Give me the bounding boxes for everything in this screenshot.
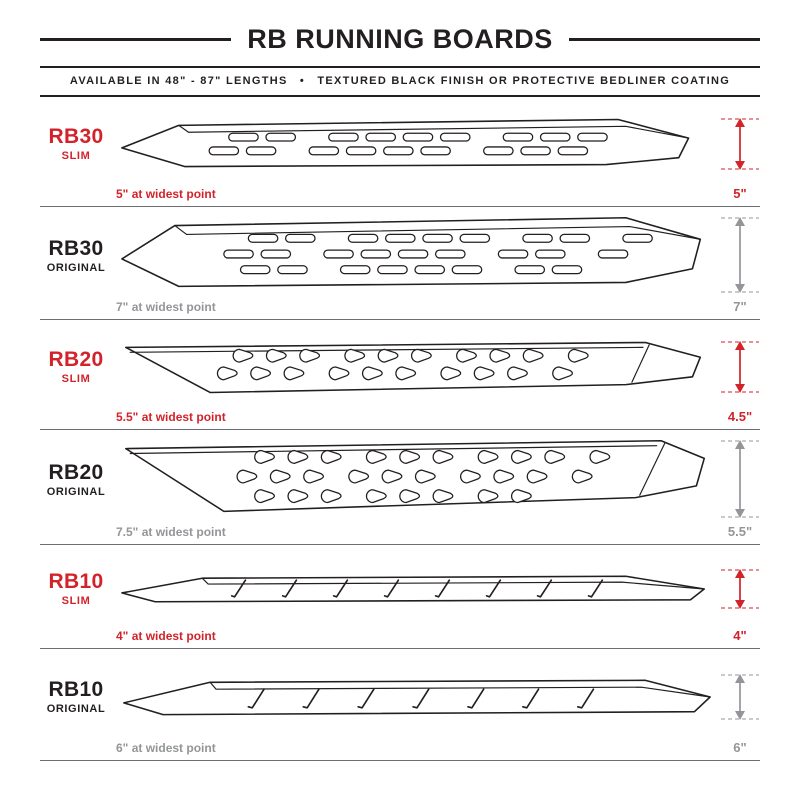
model-label: RB10	[48, 678, 104, 701]
widest-point-label: 5.5" at widest point	[116, 410, 226, 424]
height-label: 4.5"	[727, 409, 753, 424]
variant-label: ORIGINAL	[46, 261, 106, 274]
widest-point-label: 7.5" at widest point	[116, 525, 226, 539]
height-label: 5.5"	[727, 524, 753, 539]
height-measure-arrow-icon	[721, 117, 759, 170]
widest-point-label: 5" at widest point	[116, 187, 216, 201]
board-illustration-rb20-slim	[125, 341, 702, 393]
variant-label: SLIM	[61, 595, 91, 607]
board-illustration-rb10-slim	[121, 574, 706, 603]
height-label: 7"	[733, 299, 747, 314]
model-label-group: RB20 ORIGINAL	[40, 461, 112, 498]
board-illustration-rb30-slim	[121, 118, 690, 168]
board-illustration-rb20-original	[125, 439, 706, 513]
board-row-rb20-original: RB20 ORIGINAL	[40, 430, 760, 545]
model-label-group: RB20 SLIM	[40, 348, 112, 385]
board-row-rb10-original: RB10 ORIGINAL 6" at wi	[40, 649, 760, 761]
subtitle-band: AVAILABLE IN 48" - 87" LENGTHS • TEXTURE…	[40, 66, 760, 97]
title-rule-left	[40, 38, 232, 41]
model-label: RB20	[48, 460, 104, 484]
model-label-group: RB30 ORIGINAL	[40, 237, 112, 274]
height-measure-arrow-icon	[721, 673, 759, 720]
variant-label: SLIM	[61, 150, 91, 162]
widest-point-label: 6" at widest point	[116, 741, 216, 755]
subtitle: AVAILABLE IN 48" - 87" LENGTHS • TEXTURE…	[69, 75, 731, 87]
board-illustration-rb10-original	[123, 679, 711, 715]
board-row-rb30-original: RB30 ORIGINAL	[40, 207, 760, 320]
widest-point-label: 4" at widest point	[116, 629, 216, 643]
variant-label: SLIM	[61, 373, 91, 385]
height-label: 4"	[733, 628, 747, 643]
model-label: RB20	[48, 348, 104, 371]
height-label: 6"	[733, 740, 747, 755]
page-title: RB RUNNING BOARDS	[247, 24, 553, 54]
widest-point-label: 7" at widest point	[116, 300, 216, 314]
height-measure-arrow-icon	[721, 217, 759, 293]
model-label-group: RB30 SLIM	[40, 125, 112, 162]
model-label-group: RB10 ORIGINAL	[40, 678, 112, 715]
height-measure-arrow-icon	[721, 568, 759, 609]
board-row-rb30-slim: RB30 SLIM	[40, 97, 760, 207]
model-label: RB30	[48, 125, 104, 148]
height-measure-arrow-icon	[721, 440, 759, 518]
model-label: RB30	[48, 236, 104, 260]
height-measure-arrow-icon	[721, 340, 759, 393]
board-illustration-rb30-original	[121, 216, 702, 288]
variant-label: ORIGINAL	[46, 703, 106, 715]
board-row-rb10-slim: RB10 SLIM 4" at widest	[40, 545, 760, 649]
header: RB RUNNING BOARDS	[40, 24, 760, 55]
height-label: 5"	[733, 186, 747, 201]
variant-label: ORIGINAL	[46, 485, 106, 498]
board-row-rb20-slim: RB20 SLIM	[40, 320, 760, 430]
model-label: RB10	[48, 570, 104, 593]
model-label-group: RB10 SLIM	[40, 570, 112, 607]
title-rule-right	[568, 38, 760, 41]
